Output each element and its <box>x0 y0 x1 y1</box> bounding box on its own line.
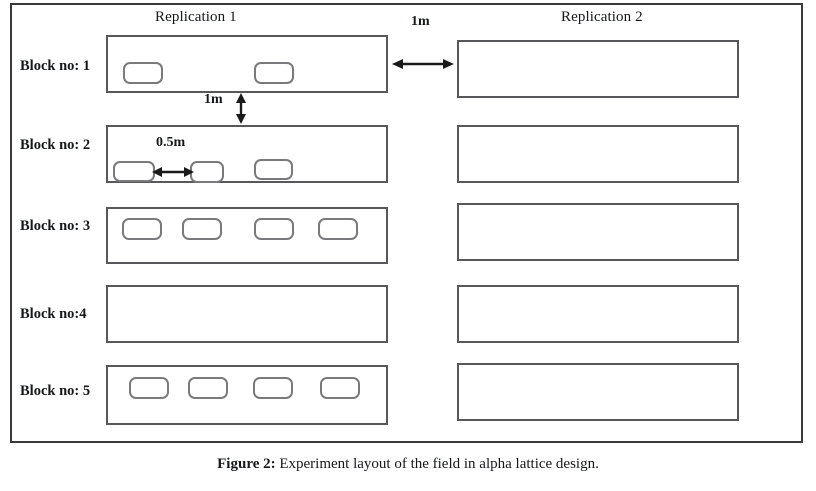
figure-caption-label: Figure 2: <box>217 456 276 472</box>
rep1-block-5-plot-4 <box>320 377 360 399</box>
vertical-double-arrow-between-blocks <box>233 93 249 124</box>
block-label-3: Block no: 3 <box>20 218 91 234</box>
block-label-4: Block no:4 <box>20 306 87 322</box>
rep2-block-5 <box>457 363 739 421</box>
block-label-1: Block no: 1 <box>20 58 91 74</box>
block-label-2: Block no: 2 <box>20 137 91 153</box>
rep1-block-3-plot-4 <box>318 218 358 240</box>
rep1-block-3-plot-1 <box>122 218 162 240</box>
rep1-block-2-plot-3 <box>254 159 293 180</box>
replication-1-title: Replication 1 <box>155 9 237 25</box>
rep1-block-1-plot-1 <box>123 62 163 84</box>
rep2-block-2 <box>457 125 739 183</box>
rep1-block-5-plot-3 <box>253 377 293 399</box>
dimension-label-between-blocks: 1m <box>204 92 223 107</box>
rep1-block-3-plot-3 <box>254 218 294 240</box>
figure-caption-text: Experiment layout of the field in alpha … <box>275 456 599 472</box>
rep1-block-2-plot-2 <box>190 161 224 183</box>
horizontal-double-arrow-between-replications <box>392 56 454 72</box>
rep2-block-3 <box>457 203 739 261</box>
rep2-block-1 <box>457 40 739 98</box>
rep1-block-2-plot-1 <box>113 161 155 182</box>
horizontal-double-arrow-between-plots <box>152 164 194 180</box>
rep1-block-5-plot-2 <box>188 377 228 399</box>
block-label-5: Block no: 5 <box>20 383 91 399</box>
dimension-label-between-plots: 0.5m <box>156 135 186 150</box>
rep1-block-3-plot-2 <box>182 218 222 240</box>
rep2-block-4 <box>457 285 739 343</box>
rep1-block-1-plot-2 <box>254 62 294 84</box>
figure-caption: Figure 2: Experiment layout of the field… <box>0 456 816 473</box>
replication-2-title: Replication 2 <box>561 9 643 25</box>
dimension-label-between-replications: 1m <box>411 14 430 29</box>
rep1-block-4 <box>106 285 388 343</box>
rep1-block-5-plot-1 <box>129 377 169 399</box>
